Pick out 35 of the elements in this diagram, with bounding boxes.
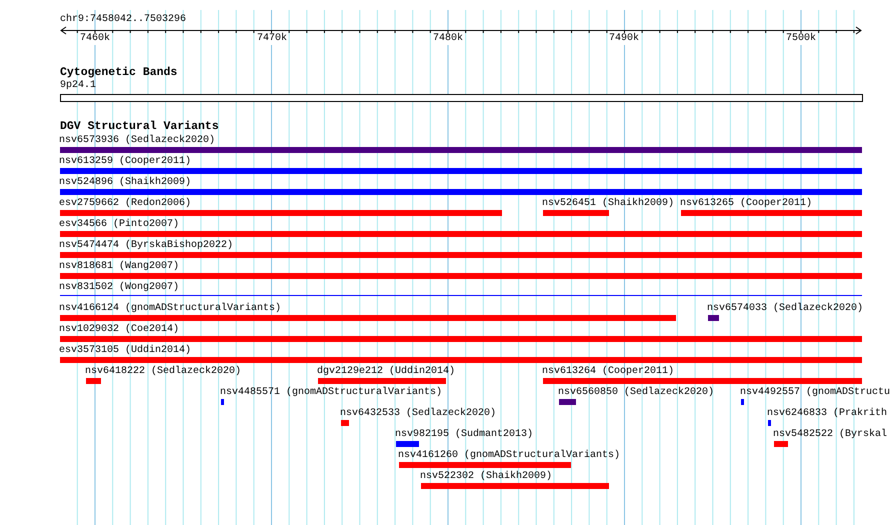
tick-label: 7480k xyxy=(432,33,464,45)
variant-label: nsv522302 (Shaikh2009) xyxy=(420,471,554,483)
variant-label: nsv613259 (Cooper2011) xyxy=(59,156,192,168)
variant-label: nsv4161260 (gnomADStructuralVariants) xyxy=(398,450,620,462)
variant-label: esv3573105 (Uddin2014) xyxy=(59,345,192,357)
variant-label: nsv6574033 (Sedlazeck2020) xyxy=(707,303,864,315)
variant-label: nsv1029032 (Coe2014) xyxy=(59,324,180,336)
variant-label: nsv6418222 (Sedlazeck2020) xyxy=(85,366,242,378)
region-label: chr9:7458042..7503296 xyxy=(60,14,186,26)
tick-label: 7470k xyxy=(256,33,288,45)
variant-label: nsv526451 (Shaikh2009) xyxy=(542,198,674,210)
variant-label: esv34566 (Pinto2007) xyxy=(59,219,180,231)
variant-label: esv2759662 (Redon2006) xyxy=(59,198,192,210)
variant-label: nsv982195 (Sudmant2013) xyxy=(395,429,534,441)
track-heading: DGV Structural Variants xyxy=(60,121,219,133)
variant-label: nsv613264 (Cooper2011) xyxy=(542,366,676,378)
tick-label: 7500k xyxy=(785,33,817,45)
variant-label: nsv6560850 (Sedlazeck2020) xyxy=(558,387,714,399)
variant-label: nsv613265 (Cooper2011) xyxy=(680,198,814,210)
variant-label: nsv5482522 (Byrskal xyxy=(773,429,888,441)
variant-label: nsv4485571 (gnomADStructuralVariants) xyxy=(220,387,442,399)
track-heading: Cytogenetic Bands xyxy=(60,67,178,79)
variant-label: nsv5474474 (ByrskaBishop2022) xyxy=(59,240,234,252)
region-label: 9p24.1 xyxy=(60,80,96,92)
variant-label: nsv6432533 (Sedlazeck2020) xyxy=(340,408,496,420)
variant-label: nsv6573936 (Sedlazeck2020) xyxy=(59,135,216,147)
tick-label: 7490k xyxy=(608,33,640,45)
variant-label: nsv4166124 (gnomADStructuralVariants) xyxy=(59,303,282,315)
variant-label: nsv831502 (Wong2007) xyxy=(59,282,180,294)
variant-label: nsv4492557 (gnomADStructu xyxy=(740,387,890,399)
variant-label: nsv818681 (Wang2007) xyxy=(59,261,180,273)
variant-label: nsv6246833 (Prakrith xyxy=(767,408,888,420)
variant-label: nsv524896 (Shaikh2009) xyxy=(59,177,192,189)
tick-label: 7460k xyxy=(79,33,111,45)
variant-label: dgv2129e212 (Uddin2014) xyxy=(317,366,456,378)
